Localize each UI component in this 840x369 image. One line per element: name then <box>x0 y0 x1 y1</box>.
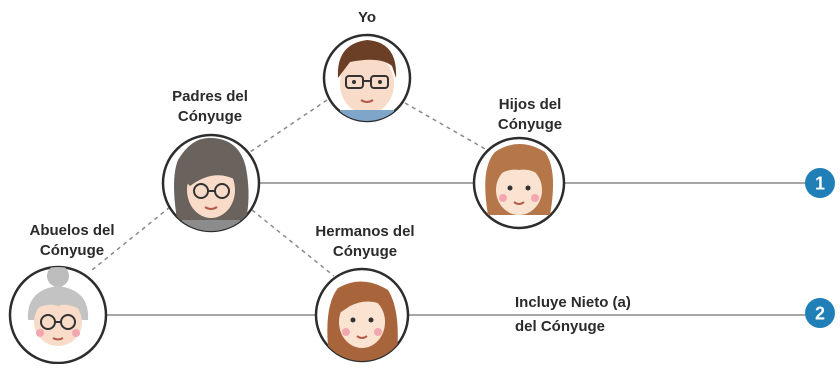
label-yo: Yo <box>357 9 377 26</box>
label-padres-del-conyuge: Padres del Cónyuge <box>172 88 248 125</box>
grandmother-face-icon <box>8 265 108 365</box>
level-badge-2: 2 <box>805 298 835 328</box>
older-woman-with-glasses-face-icon <box>161 133 261 233</box>
dashed-link-padres-hermanos <box>251 209 335 277</box>
level-badge-2-number: 2 <box>815 304 825 324</box>
level-badge-1: 1 <box>805 168 835 198</box>
boy-with-glasses-face-icon <box>322 33 412 123</box>
note-incluye-nieto: Incluye Nieto (a) del Cónyuge <box>515 294 631 335</box>
label-hermanos-del-conyuge: Hermanos del Cónyuge <box>315 223 415 260</box>
girl-face-icon <box>472 136 566 230</box>
label-hijos-del-conyuge: Hijos del Cónyuge <box>497 96 563 133</box>
label-abuelos-del-conyuge: Abuelos del Cónyuge <box>29 222 115 259</box>
dashed-link-padres-abuelos <box>91 206 171 271</box>
connector-lines <box>91 99 806 316</box>
young-woman-face-icon <box>314 267 410 363</box>
level-badge-1-number: 1 <box>815 174 825 194</box>
